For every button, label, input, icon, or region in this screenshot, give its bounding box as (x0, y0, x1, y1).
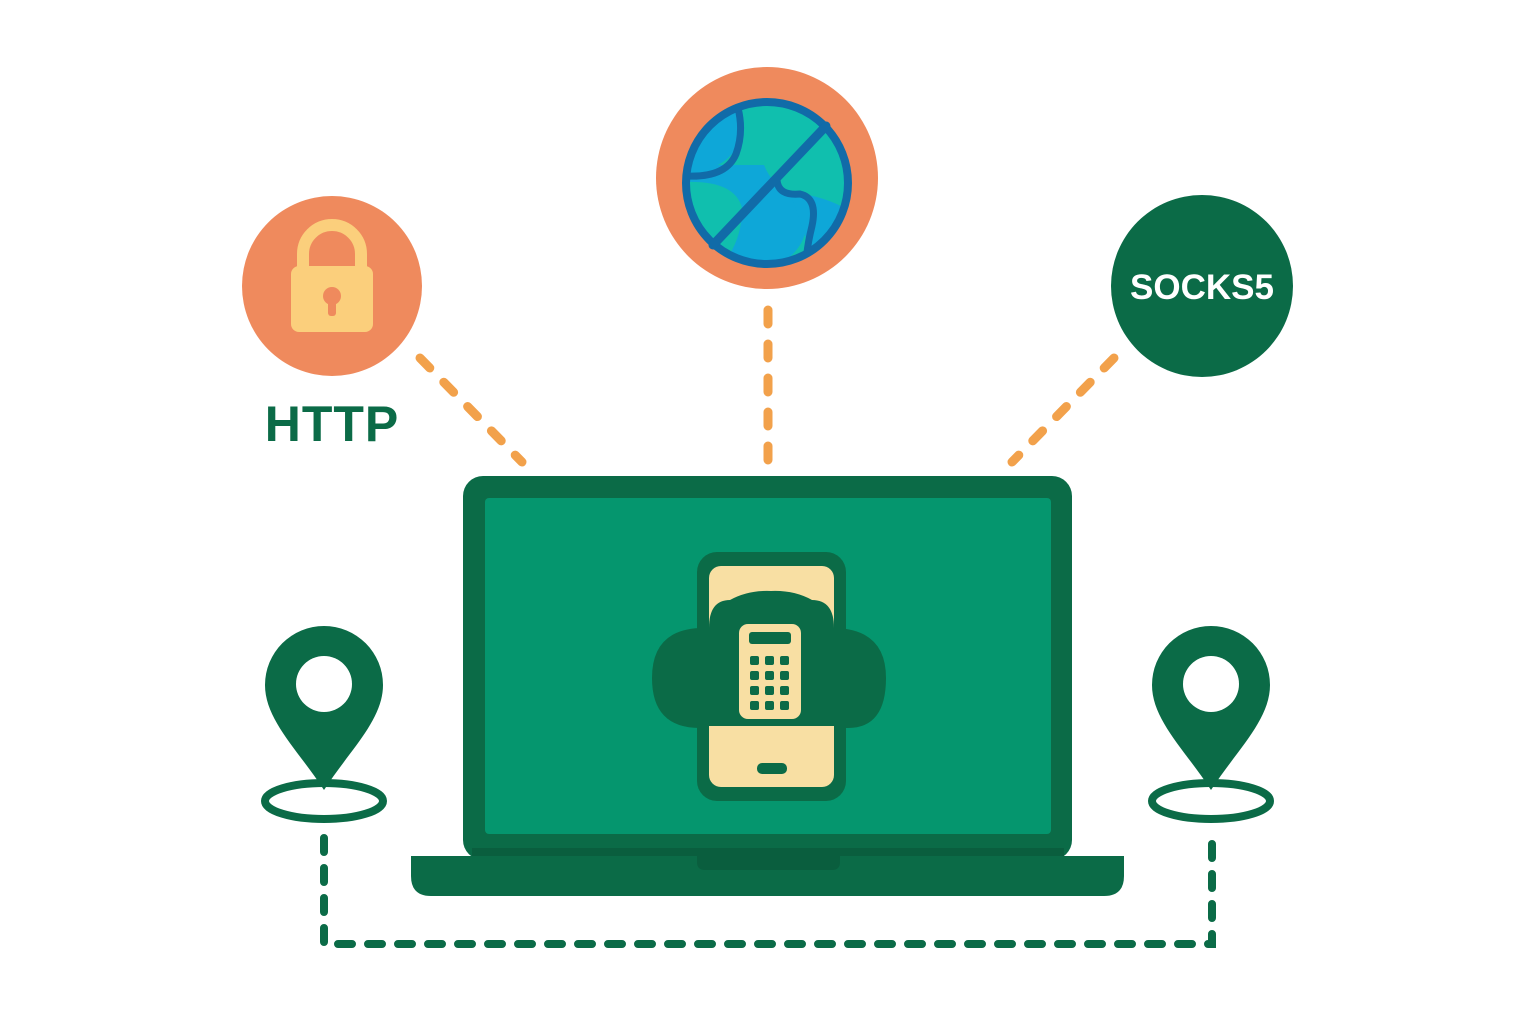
calculator-display (749, 632, 791, 644)
laptop-base (411, 856, 1124, 896)
left-location-pin (261, 626, 387, 823)
location-link (320, 834, 1216, 948)
map-pin-icon (1152, 626, 1270, 790)
socks-node (1111, 195, 1293, 377)
calculator-keys (750, 656, 789, 710)
http-label: HTTP (264, 396, 400, 452)
laptop-hinge (472, 848, 1064, 858)
http-node (242, 196, 422, 376)
laptop-notch (697, 856, 840, 870)
globe-blocked-icon (682, 98, 852, 268)
right-location-pin (1148, 626, 1274, 823)
map-pin-icon (265, 626, 383, 790)
lock-icon (291, 219, 373, 332)
http-connector (415, 353, 527, 467)
connectors (320, 305, 1216, 948)
socks-connector (1007, 353, 1119, 467)
phone-home-button (757, 763, 787, 774)
socks5-label: SOCKS5 (1130, 268, 1274, 307)
smartphone-calculator-icon (652, 552, 886, 801)
center-node (656, 67, 878, 289)
